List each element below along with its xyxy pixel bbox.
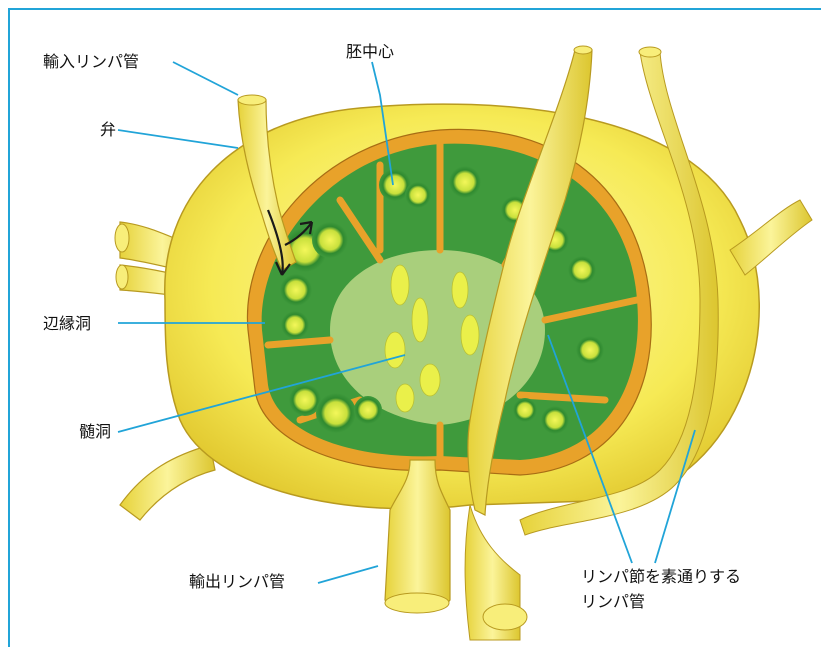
label-afferent-vessel: 輸入リンパ管	[43, 52, 139, 72]
label-through-vessel-line1: リンパ節を素通りする	[581, 567, 741, 587]
label-germinal-center: 胚中心	[346, 42, 394, 62]
label-valve: 弁	[100, 120, 116, 140]
label-medullary-sinus: 髄洞	[79, 422, 111, 442]
label-through-vessel-line2: リンパ管	[581, 592, 645, 612]
label-marginal-sinus: 辺縁洞	[43, 314, 91, 334]
label-efferent-vessel: 輸出リンパ管	[189, 572, 285, 592]
